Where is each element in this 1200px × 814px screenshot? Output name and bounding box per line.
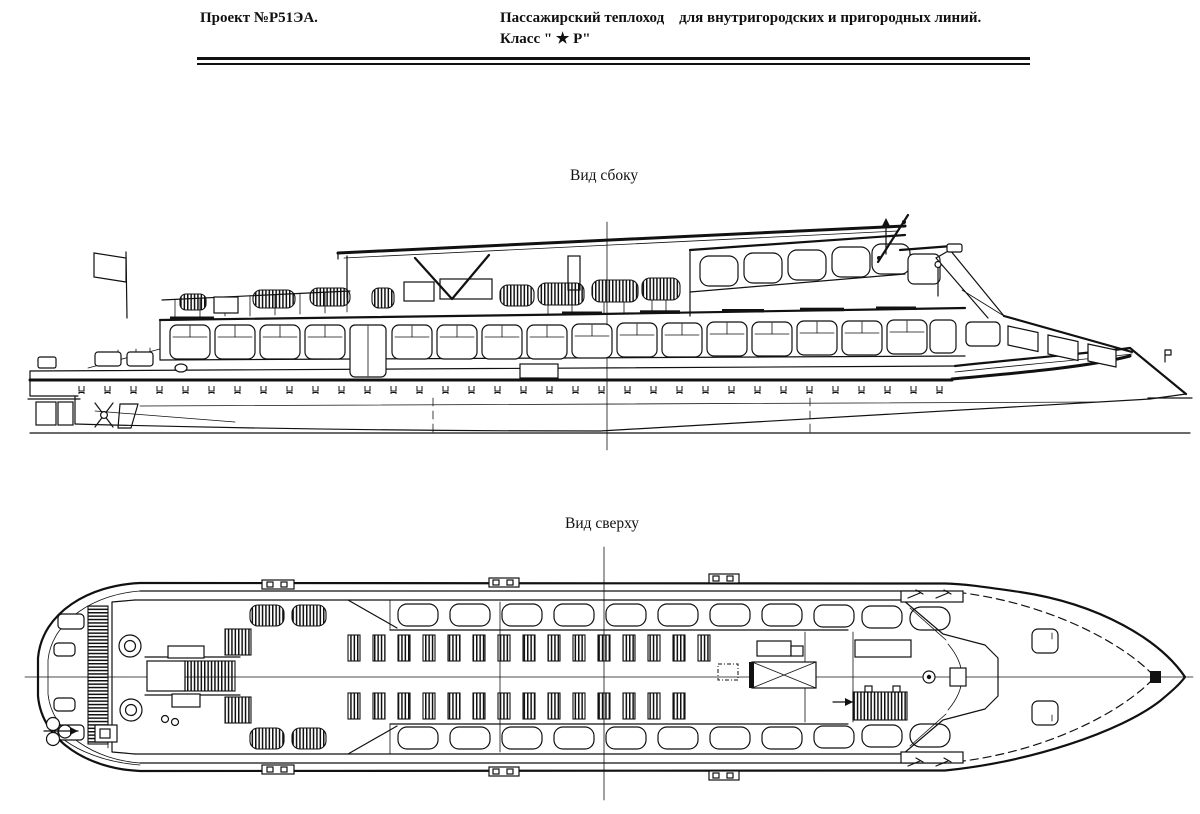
mast-arrow <box>881 218 891 227</box>
bench <box>499 284 535 307</box>
helm-seat <box>949 667 967 687</box>
bow-bitt <box>1150 671 1161 683</box>
side-wheelhouse <box>898 243 1134 354</box>
porthole <box>174 363 188 373</box>
foredeck-roof <box>1002 314 1134 354</box>
foredeck-seat <box>1031 700 1059 726</box>
side-windows-main <box>169 319 957 379</box>
prop-shaft <box>94 410 236 423</box>
top-stern-fittings <box>43 605 252 747</box>
vessel-class: Класс " ★ Р" <box>500 31 591 47</box>
foredeck-seat <box>1031 628 1059 654</box>
side-upper-deck-fittings <box>161 255 681 318</box>
top-wheelhouse <box>902 599 999 755</box>
top-view-label: Вид сверху <box>565 515 640 532</box>
propeller-icon <box>94 402 114 428</box>
stair-landing <box>146 660 186 692</box>
bench <box>641 277 681 301</box>
bench <box>309 287 351 307</box>
keel-line <box>74 398 1151 432</box>
top-view <box>24 546 1194 801</box>
side-view <box>27 213 1193 451</box>
stern-bench <box>87 605 109 745</box>
side-masts <box>876 213 1172 363</box>
top-engine-casing <box>717 639 912 721</box>
deck-box <box>213 296 239 314</box>
bench <box>537 282 585 306</box>
side-underwater <box>35 395 1151 432</box>
bench <box>224 696 252 724</box>
canopy-v-strut <box>413 253 491 301</box>
side-upper-cabin <box>688 233 911 317</box>
bow-deck-dashed <box>944 590 1156 764</box>
stern-box-1 <box>35 401 57 426</box>
top-bollards <box>261 573 964 781</box>
side-view-label: Вид сбоку <box>570 167 639 184</box>
bench <box>249 727 285 750</box>
rudder <box>117 403 139 429</box>
deck-box <box>439 278 493 300</box>
vessel-description: Пассажирский теплоход для внутригородски… <box>500 10 982 26</box>
stern-box-2 <box>57 401 74 426</box>
stern-staff-fitting <box>43 716 79 747</box>
table <box>167 645 205 659</box>
side-windows-forward <box>965 321 1117 368</box>
bench <box>591 279 639 303</box>
bench <box>249 604 285 627</box>
table <box>171 693 201 708</box>
side-canopy <box>336 224 907 301</box>
stern-stairway <box>184 660 236 692</box>
fender-clip-row <box>62 386 946 394</box>
deck-box <box>403 281 435 302</box>
bench <box>224 628 252 656</box>
canopy-roof <box>336 224 907 255</box>
bench <box>179 293 207 311</box>
bench <box>291 604 327 627</box>
bench <box>252 289 296 309</box>
stern-fairlead <box>37 356 57 369</box>
boarding-step <box>519 363 559 379</box>
hatch-dashed <box>717 663 739 681</box>
jack-staff <box>1164 349 1172 363</box>
header-divider <box>197 57 1030 65</box>
bench <box>291 727 327 750</box>
top-roof-windows <box>249 603 951 750</box>
side-stern-flag <box>93 251 128 319</box>
horn <box>946 243 963 253</box>
top-benches <box>347 634 711 720</box>
stem <box>1128 346 1188 396</box>
top-hull-outline <box>36 581 1187 773</box>
top-foredeck <box>1031 628 1161 726</box>
forward-stairway <box>852 691 908 721</box>
gangway-diagonals <box>347 599 398 755</box>
bench <box>371 287 395 309</box>
project-number: Проект №Р51ЭА. <box>200 10 318 26</box>
flag <box>93 252 127 283</box>
